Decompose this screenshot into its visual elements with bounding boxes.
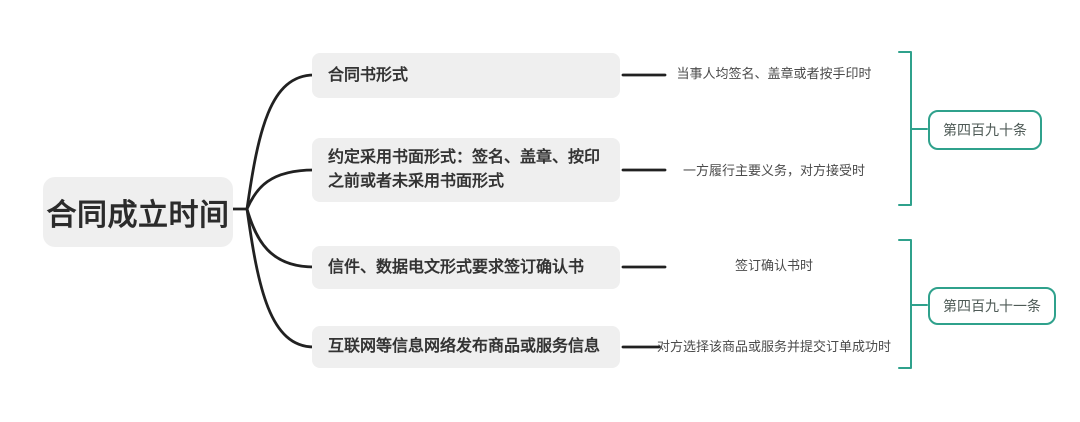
article-491-label: 第四百九十一条 bbox=[928, 287, 1056, 325]
summary-bracket-1 bbox=[898, 51, 912, 206]
branch-curve-2 bbox=[245, 168, 316, 211]
leaf-note-confirmation-signed: 签订确认书时 bbox=[734, 258, 813, 273]
article-491-text: 第四百九十一条 bbox=[943, 298, 1041, 314]
branch-topic-label: 合同书形式 bbox=[328, 66, 409, 84]
branch-topic-agreed-written-form: 约定采用书面形式：签名、盖章、按印 之前或者未采用书面形式 bbox=[312, 138, 620, 202]
article-490-text: 第四百九十条 bbox=[943, 122, 1027, 138]
article-490-label: 第四百九十条 bbox=[928, 110, 1042, 150]
root-topic: 合同成立时间 bbox=[43, 177, 233, 247]
branch-topic-internet-info: 互联网等信息网络发布商品或服务信息 bbox=[312, 326, 620, 368]
branch-curve-3 bbox=[245, 207, 316, 269]
leaf-note-main-obligation-accepted: 一方履行主要义务，对方接受时 bbox=[682, 163, 865, 178]
branch-topic-label: 互联网等信息网络发布商品或服务信息 bbox=[328, 338, 601, 355]
root-topic-label: 合同成立时间 bbox=[46, 199, 230, 232]
branch-curve-4 bbox=[245, 207, 316, 349]
branch-topic-label: 约定采用书面形式：签名、盖章、按印 之前或者未采用书面形式 bbox=[328, 149, 601, 190]
branch-topic-label: 信件、数据电文形式要求签订确认书 bbox=[328, 258, 585, 276]
leaf-note-order-submitted: 对方选择该商品或服务并提交订单成功时 bbox=[656, 339, 891, 354]
leaf-note-sign-seal-fingerprint: 当事人均签名、盖章或者按手印时 bbox=[676, 66, 872, 81]
summary-bracket-2 bbox=[898, 239, 912, 369]
branch-topic-letter-data-message: 信件、数据电文形式要求签订确认书 bbox=[312, 246, 620, 289]
branch-curve-1 bbox=[245, 73, 316, 211]
branch-topic-contract-written-form: 合同书形式 bbox=[312, 53, 620, 98]
